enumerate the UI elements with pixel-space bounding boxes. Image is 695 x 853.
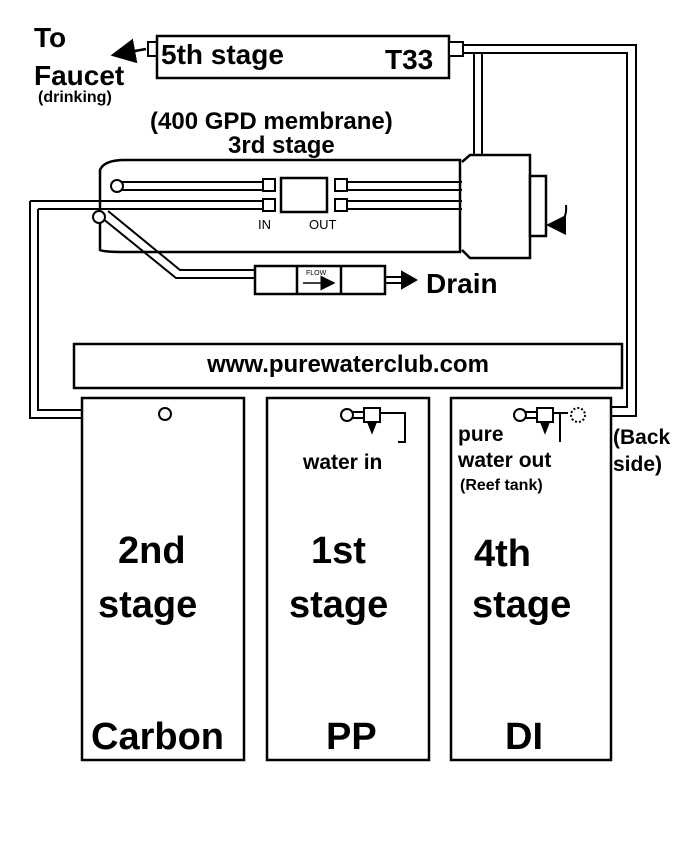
website-banner — [72, 342, 624, 390]
filter-housings — [80, 396, 613, 762]
side-label: side) — [613, 453, 663, 476]
t33-post-filter — [147, 34, 464, 80]
membrane-housing — [98, 153, 548, 260]
t33-label: T33 — [385, 44, 434, 75]
carbon-stage-number: 2nd — [118, 530, 186, 572]
faucet-label: Faucet — [34, 60, 125, 91]
drain-label: Drain — [426, 268, 498, 299]
flow-label: FLOW — [306, 270, 327, 277]
tubing — [29, 44, 637, 419]
third-stage-label: 3rd stage — [228, 132, 335, 159]
di-housing — [449, 396, 613, 762]
pp-stage-word: stage — [289, 584, 389, 626]
flow-restrictor — [253, 264, 387, 296]
to-label: To — [34, 22, 67, 53]
pp-housing — [265, 396, 431, 762]
di-stage-number: 4th — [474, 533, 531, 575]
faucet-arrow — [110, 38, 147, 64]
carbon-port — [158, 407, 172, 421]
carbon-media-label: Carbon — [91, 716, 224, 758]
membrane-out-label: OUT — [309, 217, 337, 232]
drinking-label: (drinking) — [38, 89, 112, 106]
water-out-label: water out — [458, 449, 552, 472]
pp-media-label: PP — [326, 716, 377, 758]
return-arrow-icon — [546, 204, 568, 235]
reef-tank-label: (Reef tank) — [460, 477, 543, 494]
di-media-label: DI — [505, 716, 543, 758]
back-label: (Back — [613, 426, 671, 449]
pure-label: pure — [458, 423, 504, 446]
fifth-stage-label: 5th stage — [161, 39, 284, 70]
pp-fittings — [340, 407, 406, 443]
water-in-label: water in — [303, 451, 383, 474]
membrane-label: (400 GPD membrane) — [150, 108, 393, 135]
website-label: www.purewaterclub.com — [207, 351, 489, 378]
membrane-ports — [92, 176, 348, 224]
membrane-in-label: IN — [258, 217, 271, 232]
carbon-housing — [80, 396, 246, 762]
di-stage-word: stage — [472, 584, 572, 626]
pp-stage-number: 1st — [311, 530, 366, 572]
di-fittings — [513, 407, 586, 442]
carbon-stage-word: stage — [98, 584, 198, 626]
drain-arrow — [385, 270, 419, 290]
